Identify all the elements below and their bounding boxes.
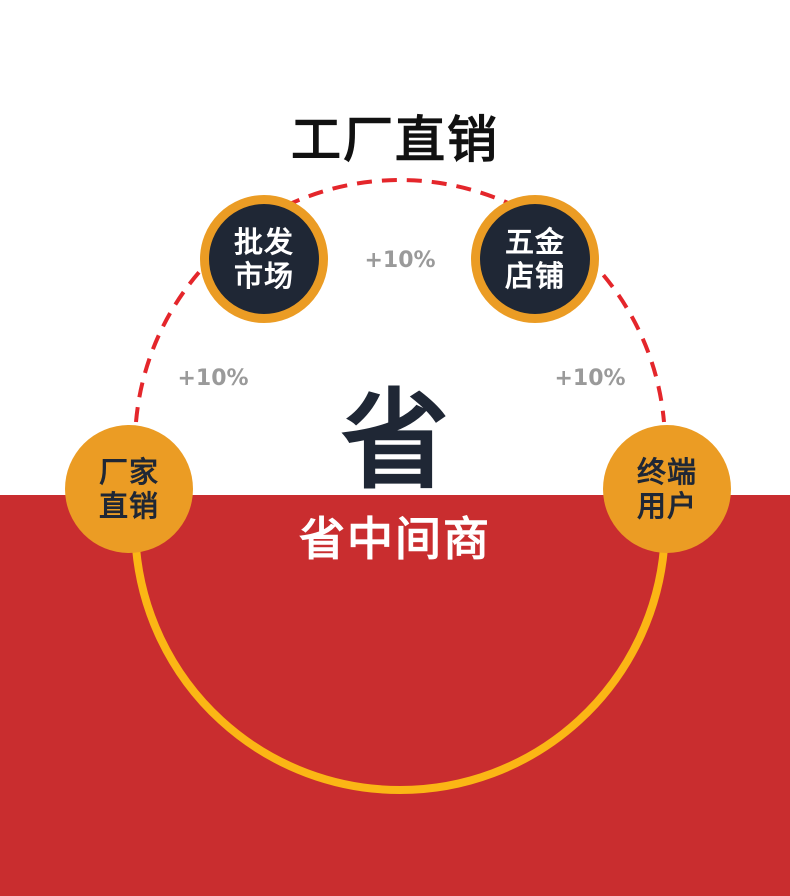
dashed-markup-arc bbox=[134, 178, 666, 423]
markup-label-top: +10% bbox=[364, 248, 436, 273]
node-wholesale-market: 批发 市场 bbox=[200, 195, 328, 323]
page-title: 工厂直销 bbox=[291, 111, 499, 169]
save-big-character: 省 bbox=[340, 379, 449, 504]
node-label-line2: 店铺 bbox=[504, 259, 565, 293]
node-label-line1: 厂家 bbox=[98, 454, 159, 489]
markup-label-left: +10% bbox=[177, 366, 249, 391]
node-label-line2: 直销 bbox=[98, 489, 159, 523]
red-background-band bbox=[0, 495, 790, 896]
node-label-line1: 批发 bbox=[233, 224, 294, 259]
node-label-line1: 五金 bbox=[504, 224, 565, 259]
node-label-line1: 终端 bbox=[636, 454, 697, 489]
node-label-line2: 市场 bbox=[233, 259, 294, 293]
node-end-user: 终端 用户 bbox=[603, 425, 731, 553]
node-label-line2: 用户 bbox=[636, 489, 697, 523]
node-hardware-store: 五金 店铺 bbox=[471, 195, 599, 323]
solid-saving-arc bbox=[132, 547, 668, 794]
node-factory-direct: 厂家 直销 bbox=[65, 425, 193, 553]
markup-label-right: +10% bbox=[554, 366, 626, 391]
save-middleman-subtitle: 省中间商 bbox=[299, 512, 491, 566]
